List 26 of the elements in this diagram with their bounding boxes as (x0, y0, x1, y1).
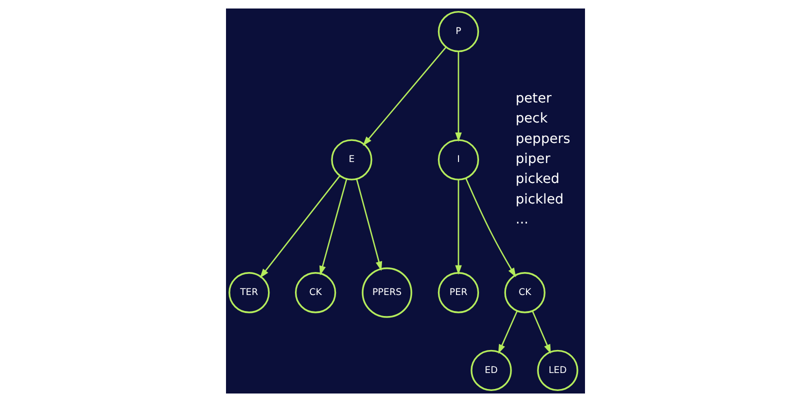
node-circle: ED (470, 350, 512, 391)
node-circle: LED (536, 350, 578, 391)
arrow (498, 310, 518, 354)
label: picked (515, 172, 559, 188)
label: peter (515, 91, 551, 106)
node-circle: CK (294, 272, 336, 314)
arrow (531, 310, 550, 354)
arrow (362, 46, 446, 146)
node-circle: CK (504, 272, 545, 314)
node-circle: PPERS (361, 267, 412, 318)
node-circle: P (437, 11, 479, 52)
arrow (454, 180, 462, 275)
arrow (356, 178, 382, 271)
arrow (318, 178, 347, 276)
node-circle: TER (228, 272, 270, 314)
label: piper (515, 152, 550, 167)
label: peppers (515, 132, 570, 147)
node-circle: PER (437, 272, 479, 314)
label: peck (515, 112, 548, 127)
arrow (464, 178, 516, 278)
arrow (259, 175, 340, 278)
label: ... (515, 212, 528, 228)
node-circle: E (330, 139, 372, 180)
node-circle: I (437, 139, 479, 180)
arrow (454, 51, 462, 142)
label: pickled (515, 192, 564, 208)
